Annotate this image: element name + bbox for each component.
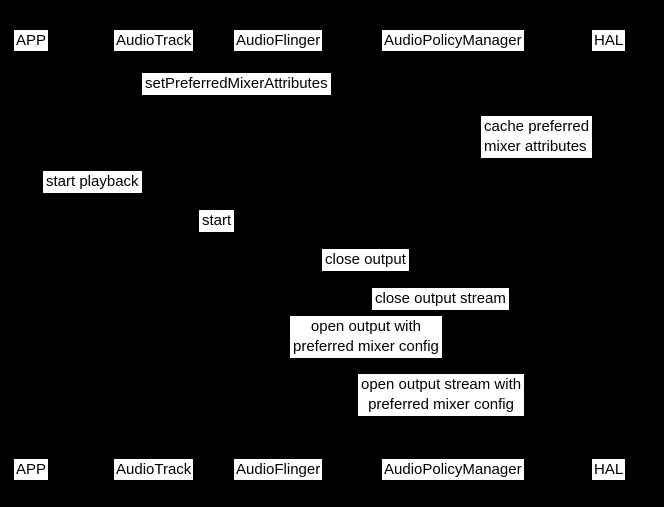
- arrowhead-close-output-stream: [601, 307, 609, 315]
- message-set-preferred-mixer-attributes[interactable]: setPreferredMixerAttributes: [142, 73, 331, 95]
- lifeline-audiopolicymanager: [456, 52, 457, 465]
- participant-label: AudioTrack: [116, 461, 192, 478]
- participant-bottom-audiotrack[interactable]: AudioTrack: [114, 459, 194, 480]
- message-text-line-2: preferred mixer config: [368, 396, 514, 413]
- message-text-line-1: close output stream: [375, 290, 506, 307]
- lifeline-audioflinger: [280, 52, 281, 465]
- arrowhead-open-output-with-preferred-mixer-config: [448, 356, 456, 364]
- participant-label: APP: [16, 32, 47, 49]
- arrow-start: [155, 233, 280, 234]
- message-text-line-1: cache preferred: [484, 118, 590, 135]
- participant-bottom-audiopolicymanager[interactable]: AudioPolicyManager: [382, 459, 524, 480]
- arrow-set-preferred-mixer-attributes: [33, 96, 456, 97]
- message-open-output-stream-with-preferred-mixer-config[interactable]: open output stream with preferred mixer …: [358, 374, 525, 416]
- participant-bottom-app[interactable]: APP: [14, 459, 49, 480]
- arrowhead-open-output-stream-with-preferred-mixer-config: [601, 414, 609, 422]
- message-text-line-1: setPreferredMixerAttributes: [145, 75, 328, 92]
- arrowhead-close-output: [448, 268, 456, 276]
- message-open-output-with-preferred-mixer-config[interactable]: open output with preferred mixer config: [290, 316, 442, 358]
- message-text-line-1: close output: [325, 251, 406, 268]
- arrow-cache-preferred-mixer-attributes: [456, 160, 496, 161]
- participant-label: AudioFlinger: [236, 32, 321, 49]
- message-close-output[interactable]: close output: [322, 249, 409, 271]
- arrowhead-start-playback: [147, 190, 155, 198]
- arrow-close-output: [280, 272, 456, 273]
- participant-top-audioflinger[interactable]: AudioFlinger: [234, 30, 323, 51]
- lifeline-audiotrack: [155, 52, 156, 465]
- participant-top-audiotrack[interactable]: AudioTrack: [114, 30, 194, 51]
- participant-bottom-audioflinger[interactable]: AudioFlinger: [234, 459, 323, 480]
- participant-top-hal[interactable]: HAL: [592, 30, 626, 51]
- arrow-open-output-stream-with-preferred-mixer-config: [456, 418, 609, 419]
- participant-label: AudioFlinger: [236, 461, 321, 478]
- lifeline-hal: [609, 52, 610, 465]
- arrowhead-set-preferred-mixer-attributes: [448, 92, 456, 100]
- message-text-line-1: open output stream with: [361, 376, 522, 393]
- message-start[interactable]: start: [199, 210, 235, 232]
- message-text-line-1: start playback: [46, 173, 139, 190]
- arrow-close-output-stream: [456, 311, 609, 312]
- message-close-output-stream[interactable]: close output stream: [372, 288, 509, 310]
- participant-label: AudioPolicyManager: [384, 461, 522, 478]
- participant-label: APP: [16, 461, 47, 478]
- message-text-line-2: mixer attributes: [484, 138, 587, 155]
- participant-bottom-hal[interactable]: HAL: [592, 459, 626, 480]
- participant-label: HAL: [594, 461, 624, 478]
- message-start-playback[interactable]: start playback: [43, 171, 142, 193]
- participant-top-app[interactable]: APP: [14, 30, 49, 51]
- message-cache-preferred-mixer-attributes[interactable]: cache preferred mixer attributes: [481, 116, 593, 158]
- message-text-line-1: open output with: [310, 318, 421, 335]
- arrowhead-start: [272, 229, 280, 237]
- message-text-line-1: start: [202, 212, 232, 229]
- message-text-line-2: preferred mixer config: [293, 338, 439, 355]
- participant-label: AudioPolicyManager: [384, 32, 522, 49]
- participant-label: HAL: [594, 32, 624, 49]
- participant-top-audiopolicymanager[interactable]: AudioPolicyManager: [382, 30, 524, 51]
- participant-label: AudioTrack: [116, 32, 192, 49]
- lifeline-app: [33, 52, 34, 465]
- arrowhead-cache-preferred-mixer-attributes: [456, 156, 464, 164]
- arrow-start-playback: [33, 194, 155, 195]
- arrow-open-output-with-preferred-mixer-config: [280, 360, 456, 361]
